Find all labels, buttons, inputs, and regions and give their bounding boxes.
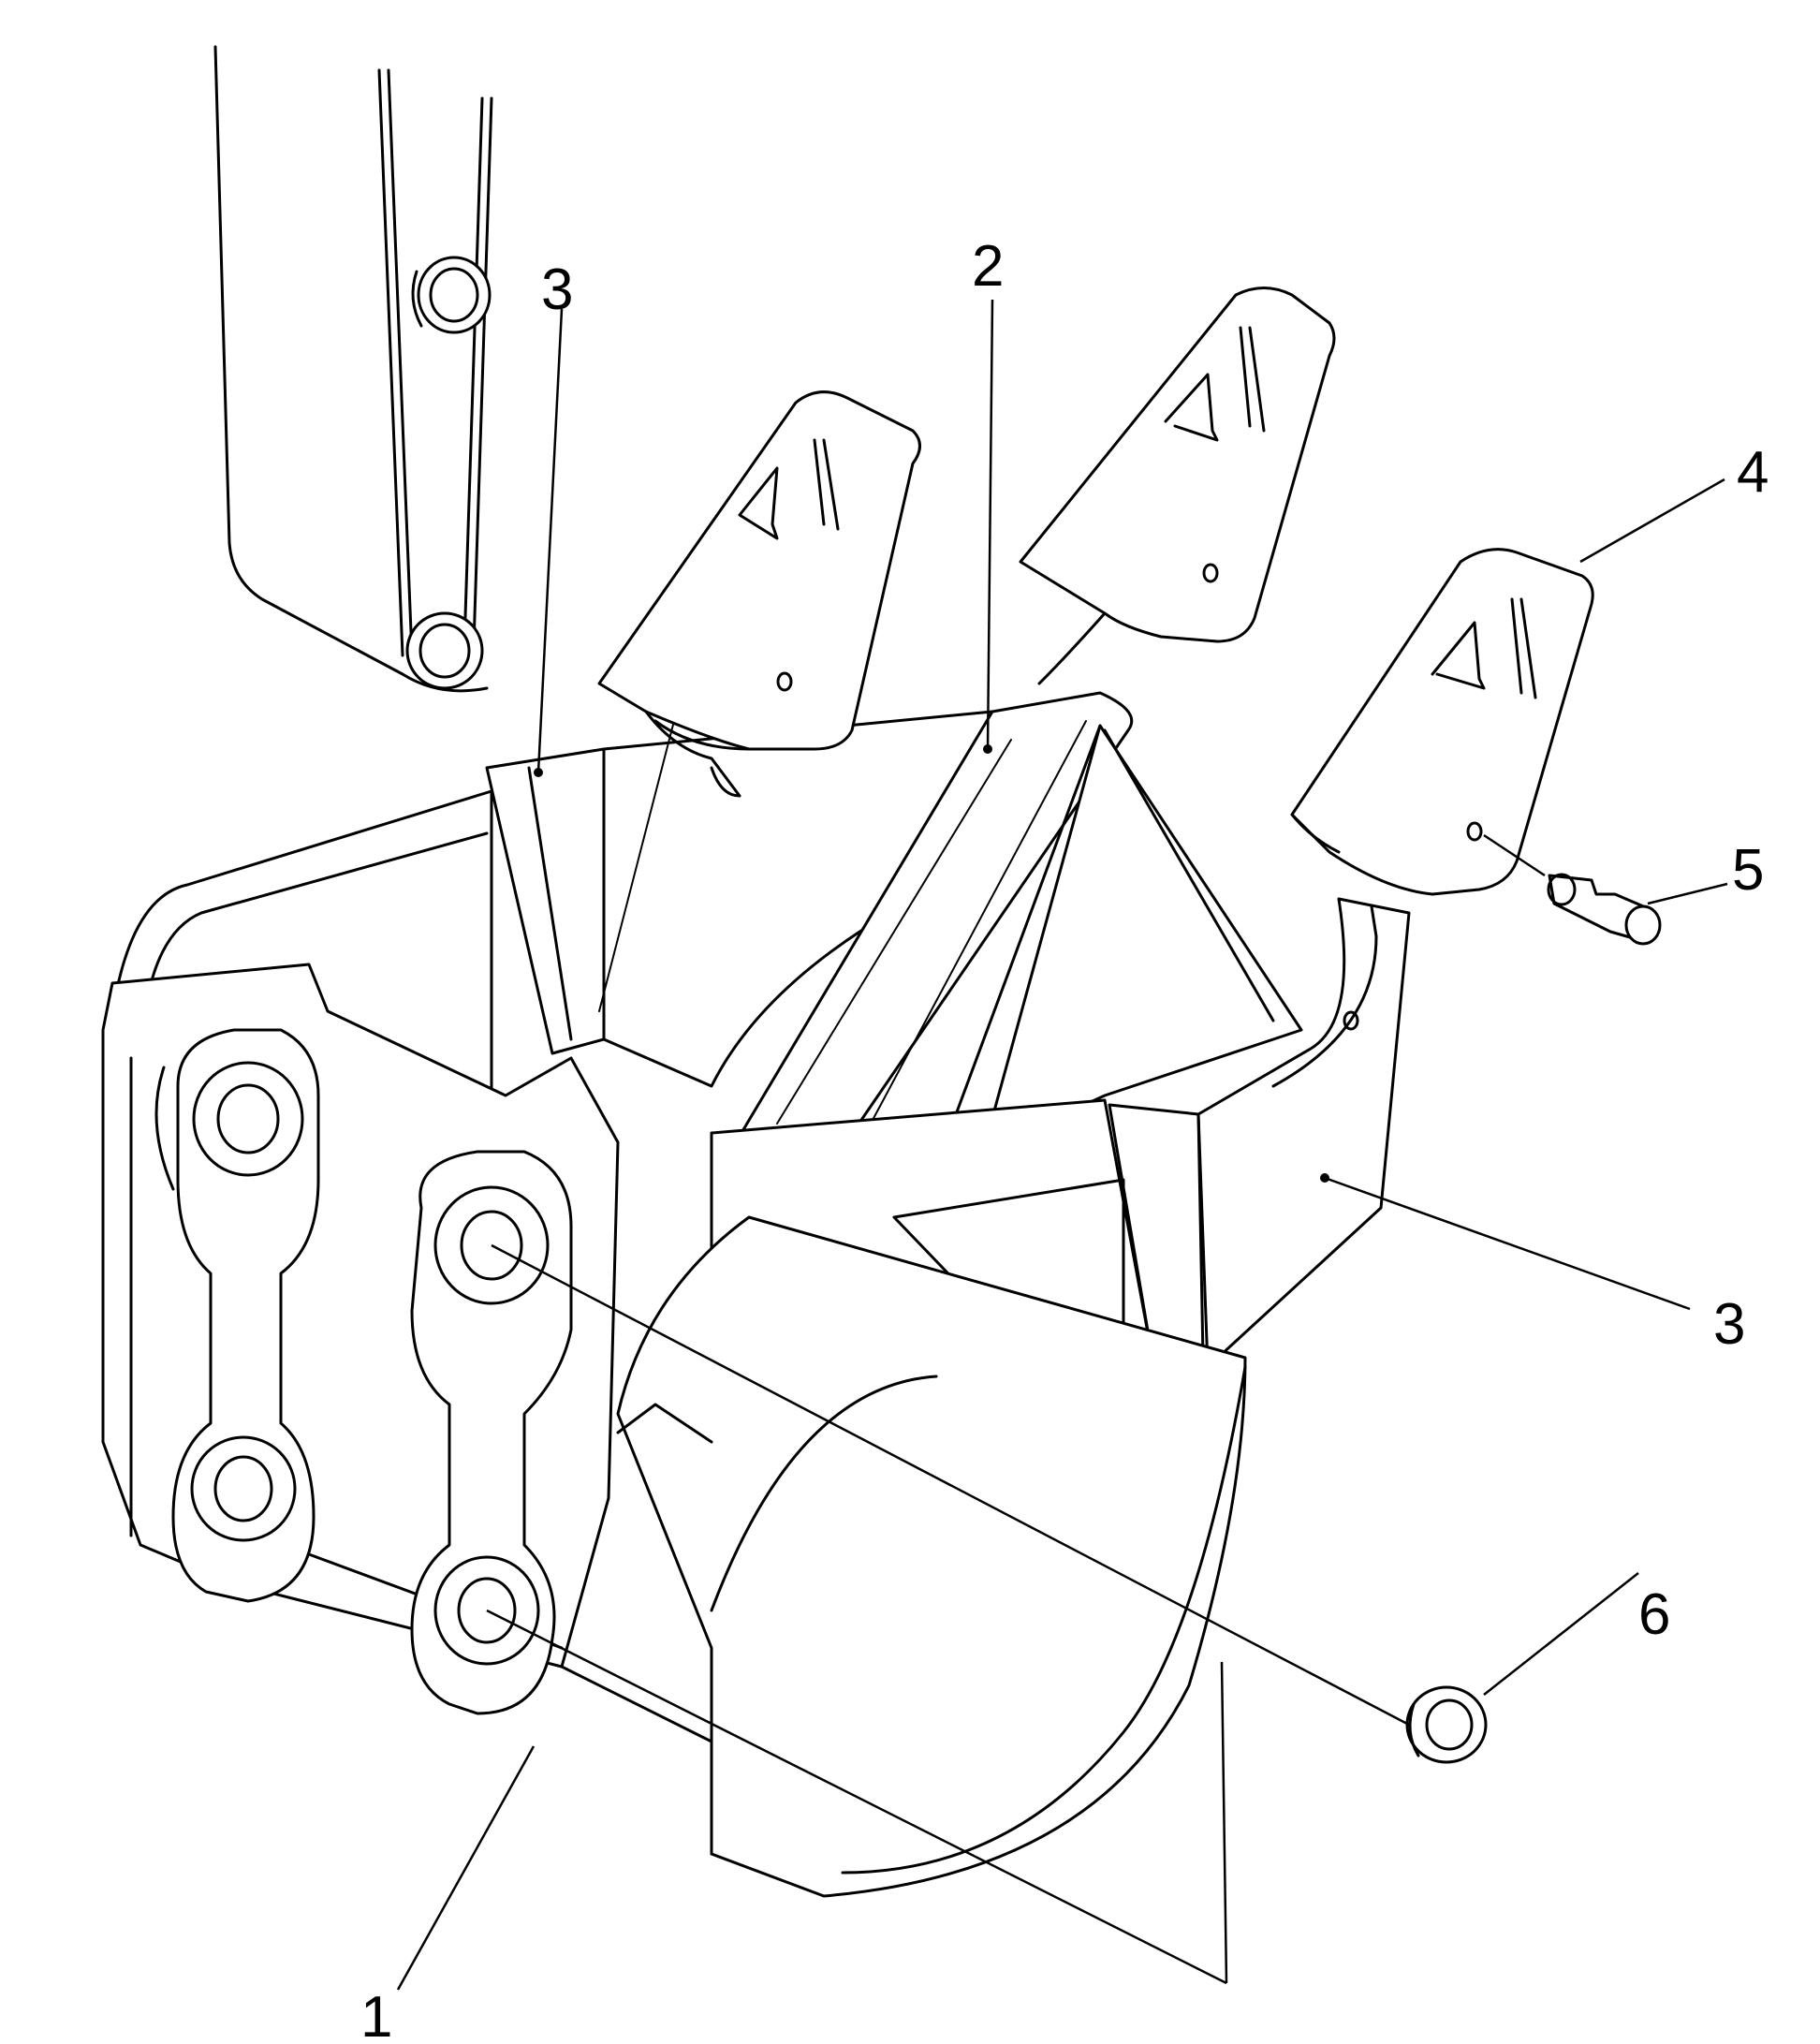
callout-1: 1	[360, 1985, 392, 2044]
callout-5: 5	[1732, 838, 1764, 903]
callout-6: 6	[1638, 1582, 1670, 1647]
callout-3-right: 3	[1713, 1292, 1745, 1357]
arm-pin-upper	[411, 256, 492, 334]
tooth-center	[1019, 287, 1336, 685]
bucket	[101, 691, 1411, 1898]
tooth-4	[1290, 548, 1594, 896]
bracket-right	[410, 1150, 573, 1715]
callout-4: 4	[1737, 440, 1769, 505]
callouts: 1 2 3 3 4 5 6	[360, 234, 1769, 2044]
bracket-left	[154, 1028, 320, 1603]
callout-2: 2	[972, 234, 1004, 299]
arm-pin-lower	[405, 611, 484, 690]
tooth-left	[597, 390, 921, 798]
tooth-pin	[1483, 833, 1662, 946]
leader-lines	[396, 299, 1728, 1991]
callout-3-upper: 3	[541, 257, 573, 322]
bushing	[1405, 1685, 1488, 1764]
arm	[213, 45, 493, 693]
